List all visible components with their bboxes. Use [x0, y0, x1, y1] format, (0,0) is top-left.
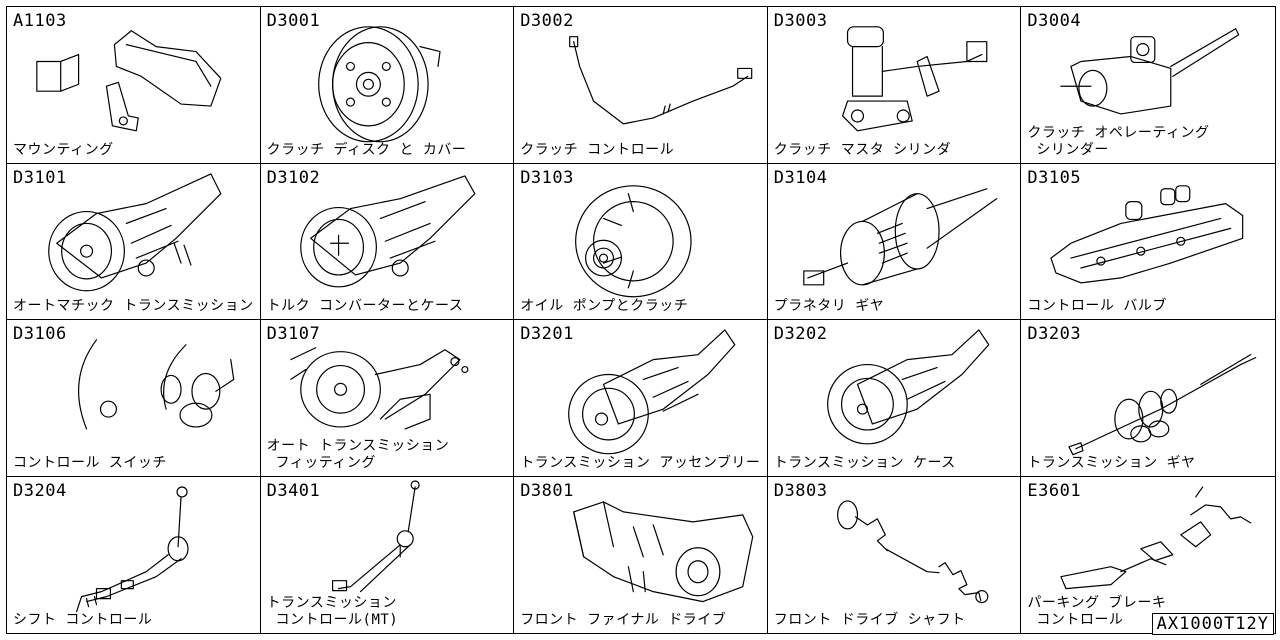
catalog-cell-d3201[interactable]: D3201 トランスミッション アッセンブリー [514, 320, 768, 477]
catalog-cell-d3401[interactable]: D3401 トランスミッション コントロール(MT) [261, 476, 515, 633]
part-name: コントロール バルブ [1027, 298, 1167, 314]
part-name: シフト コントロール [13, 612, 153, 628]
catalog-cell-d3801[interactable]: D3801 フロント ファイナル ドライブ [514, 476, 768, 633]
part-code: D3004 [1027, 11, 1082, 31]
part-code: D3803 [773, 480, 828, 501]
part-name: クラッチ コントロール [520, 141, 675, 158]
part-code: D3003 [773, 11, 828, 31]
catalog-cell-d3001[interactable]: D3001 クラッチ ディスク と カバー [260, 7, 515, 164]
catalog-cell-d3004[interactable]: D3004 クラッチ オペレーティング シリンダー [1021, 7, 1275, 164]
part-code: E3601 [1027, 480, 1082, 501]
part-name: パーキング ブレーキ コントロール [1027, 595, 1167, 628]
part-name: プラネタリ ギヤ [773, 298, 885, 314]
part-name: トランスミッション コントロール(MT) [266, 595, 399, 628]
part-code: D3107 [266, 324, 321, 344]
part-name: オート トランスミッション フィッティング [266, 437, 450, 471]
catalog-cell-d3003[interactable]: D3003 クラッチ マスタ シリンダ [767, 7, 1022, 164]
part-code: D3202 [773, 324, 828, 344]
part-code: D3106 [13, 324, 67, 344]
part-code: D3801 [520, 480, 574, 501]
part-code: D3101 [13, 167, 67, 188]
part-name: フロント ドライブ シャフト [773, 612, 966, 628]
part-name: クラッチ マスタ シリンダ [773, 141, 952, 158]
part-name: コントロール スイッチ [13, 454, 167, 471]
part-code: D3105 [1027, 167, 1082, 188]
part-name: オイル ポンプとクラッチ [520, 298, 689, 314]
part-name: クラッチ ディスク と カバー [266, 141, 467, 158]
part-name: マウンティング [13, 141, 114, 158]
catalog-cell-d3104[interactable]: D3104 プラネタリ ギヤ [767, 163, 1022, 320]
part-code: A1103 [13, 11, 67, 31]
part-code: D3103 [520, 167, 574, 188]
part-code: D3001 [266, 11, 321, 31]
catalog-cell-d3102[interactable]: D3102 トルク コンバーターとケース [260, 163, 515, 320]
catalog-cell-d3105[interactable]: D3105 コントロール バルブ [1021, 164, 1275, 320]
drawing-number: AX1000T12Y [1151, 613, 1274, 635]
part-name: トルク コンバーターとケース [266, 298, 464, 314]
part-code: D3002 [520, 11, 574, 31]
part-name: オートマチック トランスミッション [13, 298, 254, 314]
catalog-cell-d3101[interactable]: D3101 オートマチック トランスミッション [7, 163, 261, 320]
catalog-cell-e3601[interactable]: E3601 パーキング ブレーキ コントロール [1021, 477, 1275, 634]
part-code: D3201 [520, 324, 574, 344]
part-name: クラッチ オペレーティング シリンダー [1027, 124, 1210, 158]
catalog-cell-d3002[interactable]: D3002 クラッチ コントロール [514, 7, 768, 164]
part-code: D3102 [266, 167, 321, 188]
catalog-cell-d3103[interactable]: D3103 オイル ポンプとクラッチ [514, 163, 768, 320]
part-name: フロント ファイナル ドライブ [520, 612, 727, 628]
catalog-cell-a1103[interactable]: A1103 マウンティング [7, 7, 261, 164]
catalog-cell-d3204[interactable]: D3204 シフト コントロール [7, 476, 261, 633]
part-name: トランスミッション ギヤ [1027, 454, 1196, 471]
catalog-cell-d3107[interactable]: D3107 オート トランスミッション フィッティング [260, 320, 515, 477]
part-name: トランスミッション アッセンブリー [520, 454, 761, 471]
catalog-cell-d3106[interactable]: D3106 コントロール スイッチ [7, 320, 261, 477]
parts-catalog-grid: A1103 マウンティング D3001 クラッチ ディスク と カバー D3002 クラッ… [6, 6, 1276, 634]
part-name: トランスミッション ケース [773, 454, 956, 471]
part-code: D3203 [1027, 324, 1082, 344]
part-code: D3104 [773, 167, 828, 188]
part-code: D3204 [13, 480, 67, 501]
catalog-cell-d3803[interactable]: D3803 フロント ドライブ シャフト [768, 476, 1022, 633]
catalog-cell-d3203[interactable]: D3203 トランスミッション ギヤ [1021, 320, 1275, 477]
catalog-cell-d3202[interactable]: D3202 トランスミッション ケース [767, 320, 1022, 477]
part-code: D3401 [266, 480, 321, 501]
